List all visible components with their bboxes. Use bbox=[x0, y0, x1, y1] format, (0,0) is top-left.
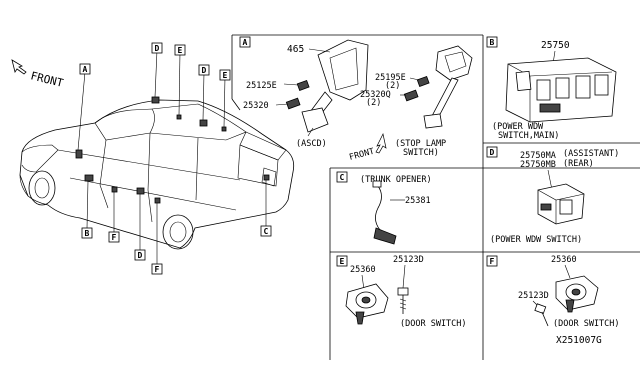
part-25360-f: 25360 bbox=[551, 255, 577, 265]
main-switch-caption-1: (POWER WDW bbox=[492, 122, 544, 132]
part-25750mb: 25750MB bbox=[520, 160, 556, 170]
part-25750mb-note: (REAR) bbox=[563, 159, 594, 169]
panel-f-letter: F bbox=[490, 257, 495, 266]
part-25123d-e: 25123D bbox=[393, 255, 424, 265]
part-25195e-qty: (2) bbox=[385, 81, 400, 91]
trunk-opener-wire bbox=[375, 185, 382, 231]
part-465: 465 bbox=[287, 44, 304, 55]
ascd-pedal-pad bbox=[301, 107, 329, 133]
callout-a: A bbox=[83, 65, 88, 74]
panel-e-letter: E bbox=[340, 257, 345, 266]
front-label-a: FRONT bbox=[348, 147, 375, 163]
front-label-car: FRONT bbox=[29, 69, 65, 90]
callout-b: B bbox=[85, 229, 90, 238]
car-callouts: A D E D E B F D F C bbox=[77, 42, 272, 275]
panel-d-letter: D bbox=[490, 148, 495, 157]
panel-frames bbox=[231, 34, 640, 360]
callout-e-roof: E bbox=[223, 71, 228, 80]
brake-pedal-pad bbox=[423, 113, 443, 129]
door-switch-caption-f: (DOOR SWITCH) bbox=[553, 319, 620, 329]
trunk-opener-switch bbox=[373, 227, 397, 245]
ascd-label: (ASCD) bbox=[296, 139, 327, 149]
diagram-code: X251007G bbox=[556, 335, 602, 346]
panel-a-letter: A bbox=[243, 38, 248, 47]
door-switch-caption-e: (DOOR SWITCH) bbox=[400, 319, 467, 329]
panel-a: A 465 25125E 25320 25195E (2) 25320Q (2)… bbox=[239, 36, 473, 163]
part-25381: 25381 bbox=[405, 196, 431, 206]
panel-d: D 25750MA (ASSISTANT) 25750MB (REAR) (PO… bbox=[486, 146, 619, 245]
callout-d-bottom: D bbox=[138, 251, 143, 260]
pedal-bracket bbox=[317, 39, 369, 101]
part-25750: 25750 bbox=[541, 40, 570, 51]
panel-c-letter: C bbox=[340, 173, 345, 182]
part-25320q: 25320Q bbox=[360, 90, 391, 100]
callout-c: C bbox=[264, 227, 269, 236]
callout-d-roof: D bbox=[202, 66, 207, 75]
sub-switch-caption: (POWER WDW SWITCH) bbox=[490, 235, 582, 245]
part-25750ma: 25750MA bbox=[520, 151, 556, 161]
panel-b-letter: B bbox=[490, 38, 495, 47]
stop-lamp-caption-2: SWITCH) bbox=[403, 148, 439, 158]
brake-arm bbox=[431, 77, 459, 119]
callout-d-top: D bbox=[155, 44, 160, 53]
front-arrow-car: FRONT bbox=[11, 59, 65, 90]
panel-b: B 25750 (POWER WDW SWITCH,MAIN) bbox=[486, 36, 617, 141]
main-switch-caption-2: SWITCH,MAIN) bbox=[498, 131, 559, 141]
panel-f: F 25360 25123D (DOOR SWITCH) bbox=[486, 255, 620, 329]
panel-e: E 25123D 25360 (DOOR SWITCH) bbox=[336, 255, 467, 329]
part-25320q-qty: (2) bbox=[366, 98, 381, 108]
stop-lamp-caption-1: (STOP LAMP bbox=[395, 139, 446, 149]
part-25750ma-note: (ASSISTANT) bbox=[563, 149, 619, 159]
part-25320: 25320 bbox=[243, 101, 269, 111]
part-25123d-f: 25123D bbox=[518, 291, 549, 301]
front-arrow-a bbox=[375, 132, 387, 154]
part-25360-e: 25360 bbox=[350, 265, 376, 275]
part-25195e: 25195E bbox=[375, 73, 406, 83]
stop-lamp-bracket bbox=[435, 45, 473, 81]
callout-e-top: E bbox=[178, 46, 183, 55]
car-illustration bbox=[19, 96, 295, 250]
trunk-opener-caption: (TRUNK OPENER) bbox=[360, 175, 432, 185]
callout-f-front: F bbox=[112, 233, 117, 242]
part-25125e: 25125E bbox=[246, 81, 277, 91]
callout-f-rear: F bbox=[155, 265, 160, 274]
panel-c: C (TRUNK OPENER) 25381 bbox=[336, 171, 432, 245]
